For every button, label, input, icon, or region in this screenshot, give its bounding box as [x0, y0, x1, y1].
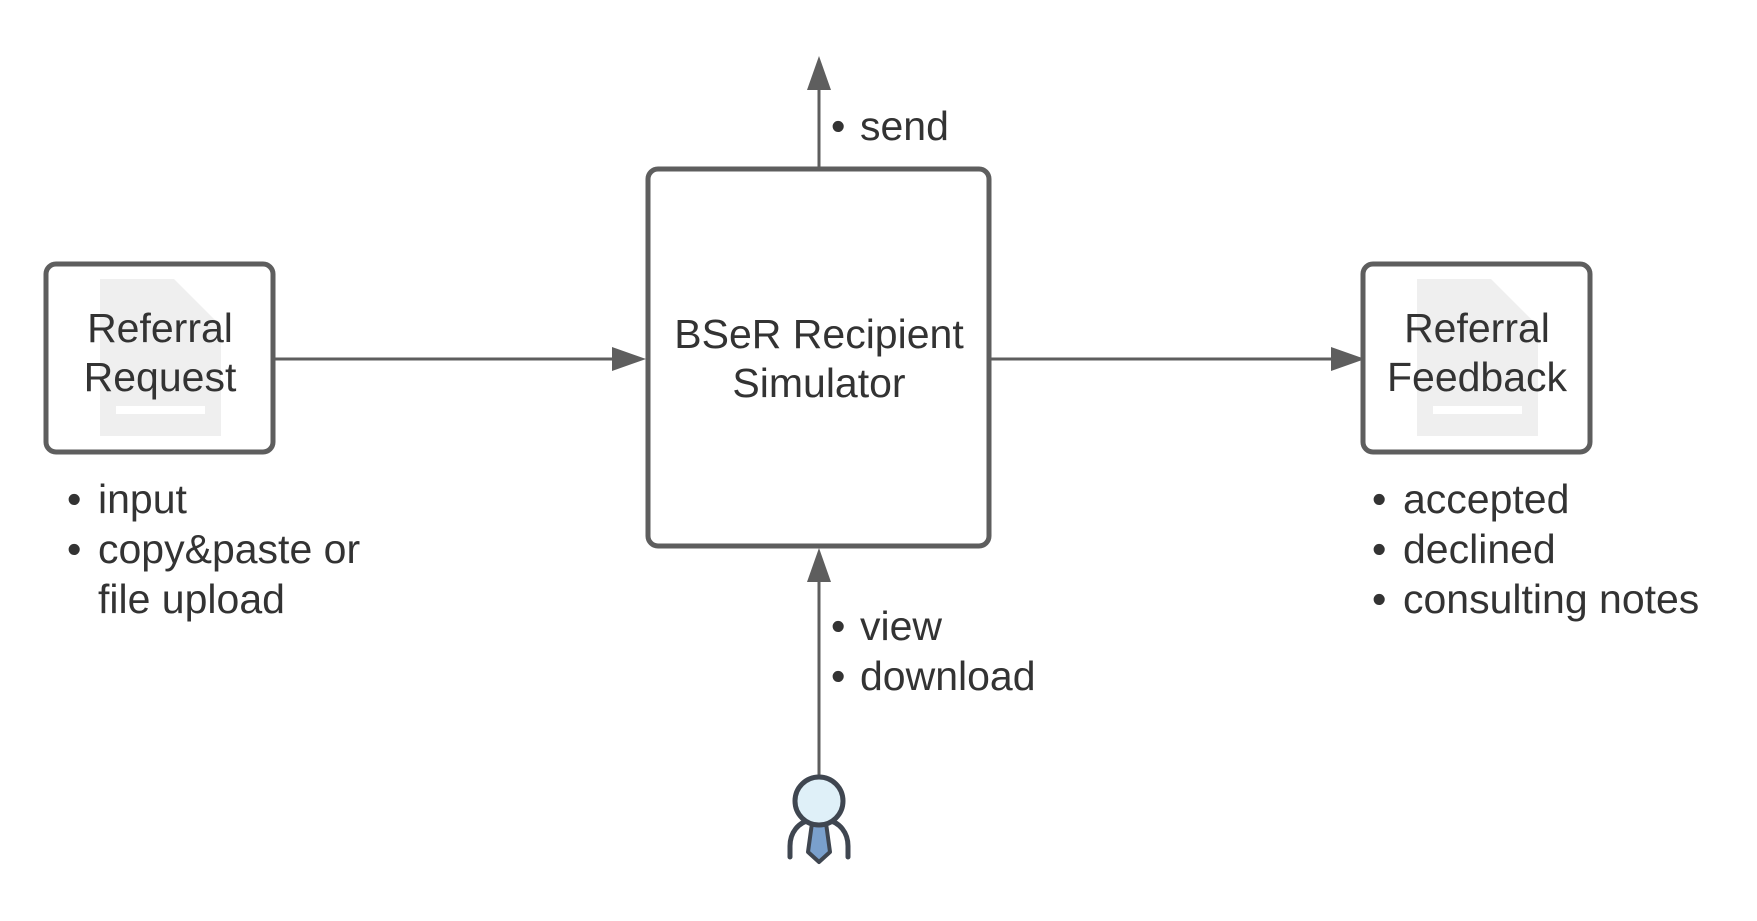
edge-simulator-to-feedback: [991, 347, 1365, 371]
bullet-marker: •: [1372, 526, 1386, 572]
node-bser-simulator-label-line1: BSeR Recipient: [674, 311, 964, 357]
annotation-user-item: view: [860, 603, 942, 649]
node-referral-request-label-line2: Request: [84, 354, 237, 400]
edge-request-to-simulator: [273, 347, 646, 371]
edge-user-to-simulator: [807, 548, 831, 775]
node-referral-feedback-label-line1: Referral: [1404, 305, 1550, 351]
arrowhead-up-icon: [807, 56, 831, 90]
document-icon: [1417, 279, 1538, 436]
node-bser-simulator-box: [645, 166, 992, 549]
document-icon: [100, 279, 221, 436]
annotation-user: • view • download: [831, 603, 1036, 699]
annotation-send-item: send: [860, 103, 949, 149]
bullet-marker: •: [1372, 476, 1386, 522]
arrowhead-right-icon: [1331, 347, 1365, 371]
person-icon: [787, 774, 851, 864]
node-bser-simulator: BSeR Recipient Simulator: [645, 166, 992, 549]
annotation-feedback: • accepted • declined • consulting notes: [1372, 476, 1699, 622]
arrowhead-right-icon: [612, 347, 646, 371]
annotation-request: • input • copy&paste or file upload: [67, 476, 360, 622]
edges: [273, 56, 1365, 775]
annotation-feedback-item: accepted: [1403, 476, 1569, 522]
bullet-marker: •: [831, 653, 845, 699]
node-referral-request: Referral Request: [43, 261, 276, 455]
annotation-send: • send: [831, 103, 949, 149]
node-bser-simulator-label-line2: Simulator: [732, 360, 905, 406]
bullet-marker: •: [831, 603, 845, 649]
bullet-marker: •: [1372, 576, 1386, 622]
node-referral-feedback-label-line2: Feedback: [1387, 354, 1568, 400]
annotation-request-item: copy&paste or: [98, 526, 360, 572]
annotation-feedback-item: consulting notes: [1403, 576, 1699, 622]
bullet-marker: •: [831, 103, 845, 149]
annotation-user-item: download: [860, 653, 1036, 699]
edge-simulator-send: [807, 56, 831, 168]
node-referral-request-label-line1: Referral: [87, 305, 233, 351]
annotation-request-item: input: [98, 476, 188, 522]
bullet-marker: •: [67, 476, 81, 522]
node-referral-feedback: Referral Feedback: [1360, 261, 1593, 455]
arrowhead-up-icon: [807, 548, 831, 582]
annotation-feedback-item: declined: [1403, 526, 1556, 572]
annotation-request-item-continued: file upload: [98, 576, 285, 622]
bullet-marker: •: [67, 526, 81, 572]
